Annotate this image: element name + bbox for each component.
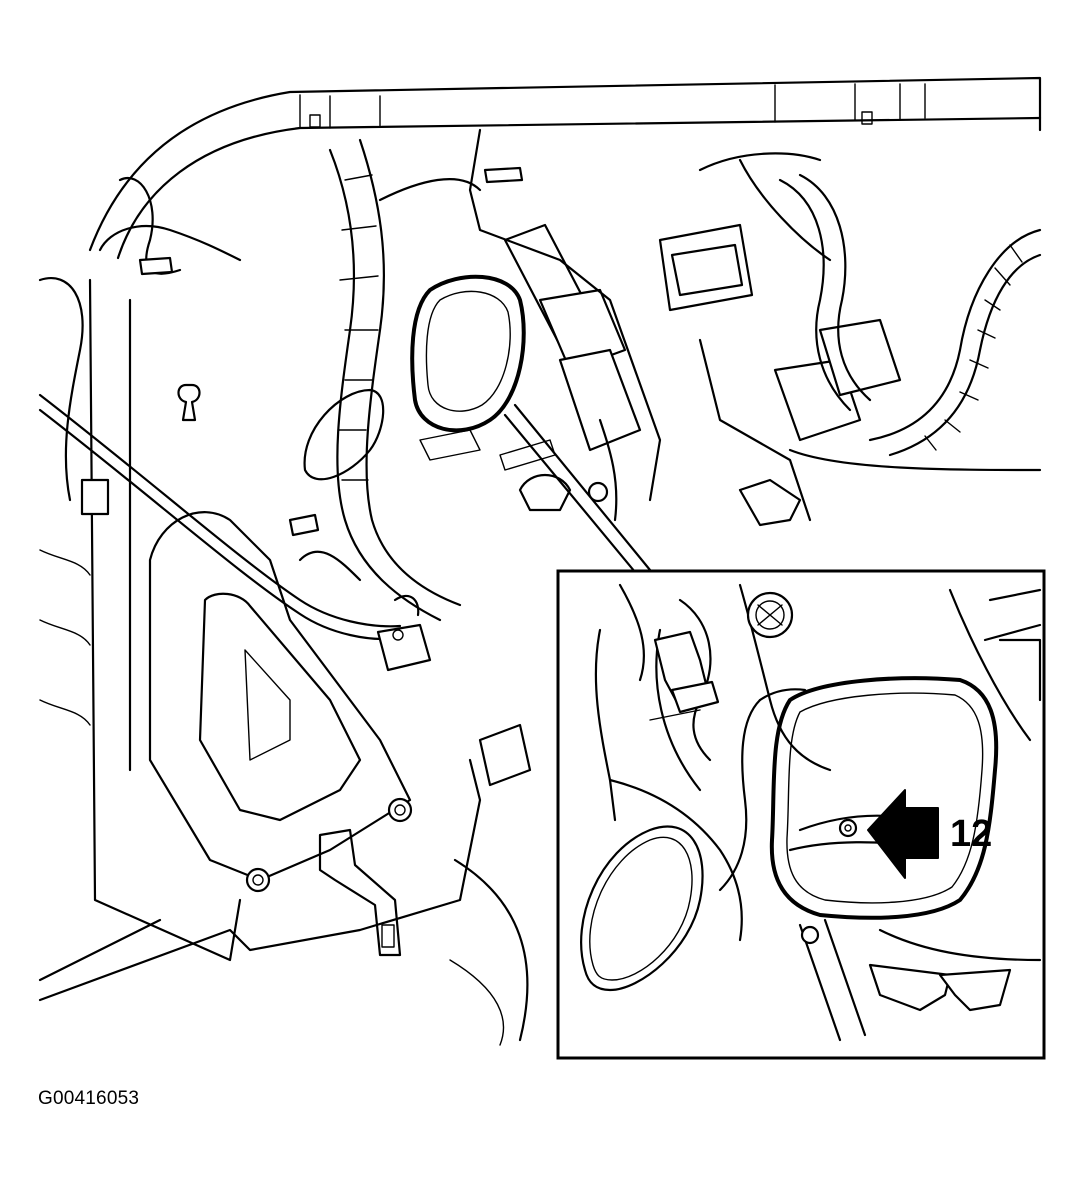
- detail-inset-view: [556, 569, 1046, 1060]
- figure-id-label: G00416053: [38, 1088, 140, 1109]
- screw-icon: [838, 818, 858, 838]
- callout-12: 12: [867, 789, 992, 879]
- main-assembly-view: [38, 76, 1042, 1046]
- callout-number: 12: [950, 813, 992, 855]
- callout-arrow-icon: [867, 789, 939, 879]
